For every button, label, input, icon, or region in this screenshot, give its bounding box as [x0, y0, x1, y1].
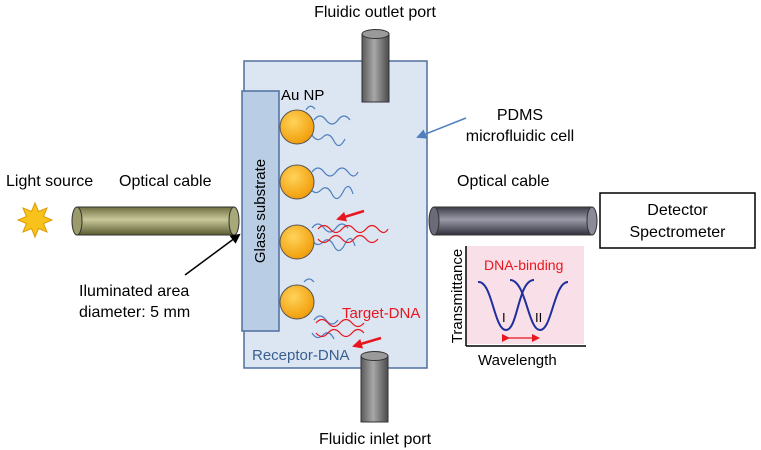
light-source-icon	[16, 201, 54, 239]
fluidic-outlet-port-label: Fluidic outlet port	[314, 4, 436, 21]
glass-substrate	[241, 90, 280, 332]
light-source-label: Light source	[6, 173, 94, 190]
pdms-pointer-arrow	[416, 117, 467, 139]
inset-title: DNA-binding	[484, 257, 564, 273]
fluidic-inlet-port-label: Fluidic inlet port	[318, 431, 432, 448]
receptor-dna-strands	[303, 105, 359, 340]
au-np-label: Au NP	[281, 87, 325, 104]
inset-xlabel: Wavelength	[478, 352, 557, 369]
inset-peak-2: II	[535, 310, 543, 325]
detector-label-line2: Spectrometer	[629, 224, 726, 241]
fluidic-inlet-port-tube	[360, 351, 389, 423]
target-dna-strands	[315, 224, 389, 338]
detector-box	[599, 192, 756, 249]
au-nanoparticles	[279, 109, 315, 320]
detector-label-line1: Detector	[647, 202, 708, 219]
optical-cable-right	[428, 206, 598, 236]
pdms-label-line1: PDMS	[496, 107, 544, 124]
optical-cable-left-label: Optical cable	[119, 173, 212, 190]
spectrum-curve-2	[509, 279, 569, 332]
target-dna-label: Target-DNA	[342, 305, 421, 322]
glass-substrate-label: Glass substrate	[252, 158, 269, 264]
target-dna-arrow-lower	[352, 336, 382, 349]
illuminated-area-label-line1: Iluminated area	[79, 283, 190, 300]
receptor-dna-label: Receptor-DNA	[252, 347, 350, 364]
pdms-label-line2: microfluidic cell	[465, 128, 575, 145]
target-dna-arrow-upper	[336, 209, 365, 222]
inset-peak-1: I	[502, 310, 506, 325]
spectrum-curve-1	[477, 279, 535, 332]
fluidic-outlet-port-tube	[361, 29, 390, 103]
illuminated-area-arrow	[184, 233, 241, 276]
optical-cable-left	[71, 206, 240, 236]
illuminated-area-label-line2: diameter: 5 mm	[79, 304, 191, 321]
optical-cable-right-label: Optical cable	[457, 173, 550, 190]
transmittance-inset	[465, 246, 586, 347]
inset-ylabel: Transmittance	[449, 248, 466, 344]
